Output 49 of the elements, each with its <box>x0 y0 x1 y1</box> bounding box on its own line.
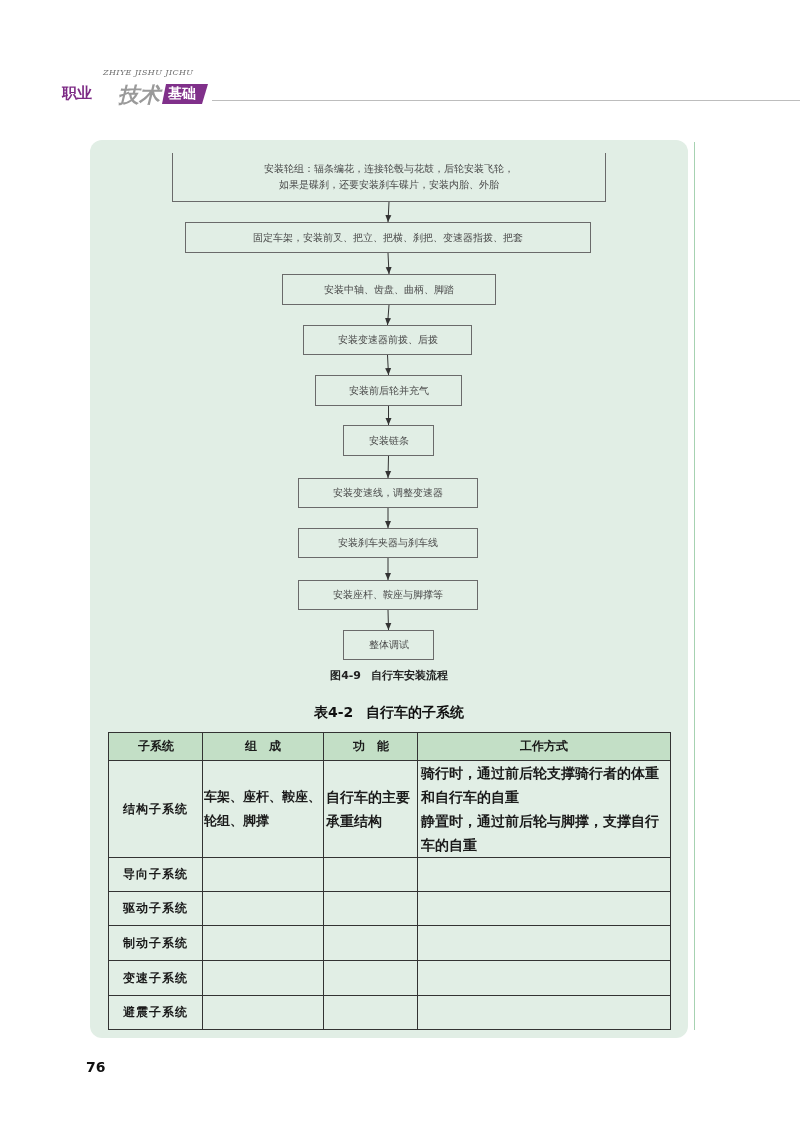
cell-text: 骑行时，通过前后轮支撑骑行者的体重和自行车的自重 <box>421 764 660 807</box>
table-cell: 导向子系统 <box>108 857 203 892</box>
table-cell: 结构子系统 <box>108 760 203 858</box>
cell-text: 静置时，通过前后轮与脚撑，支撑自行车的自重 <box>421 812 660 855</box>
header-cell: 功 能 <box>323 732 418 761</box>
process-box <box>298 528 478 558</box>
process-box <box>298 580 478 610</box>
table-title: 表4-2 自行车的子系统 <box>313 704 465 722</box>
table-cell: 避震子系统 <box>108 995 203 1030</box>
process-box <box>343 425 434 456</box>
step-text: 安装变速器前拨、后拨 <box>337 333 438 347</box>
step-text: 安装变速线，调整变速器 <box>333 486 443 500</box>
step-text: 安装刹车夹器与刹车线 <box>338 536 438 550</box>
step-text: 整体调试 <box>368 638 409 652</box>
header-subtitle: ZHIYE JISHU JICHU <box>103 68 194 77</box>
arrow <box>385 455 392 479</box>
arrow <box>385 304 391 326</box>
page-number: 76 <box>86 1059 106 1075</box>
step-text: 安装链条 <box>368 433 409 448</box>
header-cell: 工作方式 <box>417 732 671 761</box>
table-cell: 制动子系统 <box>108 925 203 961</box>
step-text: 安装前后轮并充气 <box>348 383 429 398</box>
header-title: 职业 <box>62 84 92 103</box>
title-banner: 基础 <box>162 84 208 104</box>
step-text: 固定车架，安装前叉、把立、把横、刹把、变速器指拨、把套 <box>253 230 523 245</box>
arrow <box>385 354 392 376</box>
table-cell: 车架、座杆、鞍座、轮组、脚撑 <box>202 760 324 858</box>
process-box <box>315 375 462 406</box>
process-box <box>298 478 478 508</box>
step-text: 安装座杆、鞍座与脚撑等 <box>333 588 443 602</box>
process-box <box>303 325 472 355</box>
step-text: 安装轮组：辐条编花，连接轮毂与花鼓，后轮安装飞轮，如果是碟刹，还要安装刹车碟片，安装内胎、外胎 <box>263 162 515 192</box>
header-cell: 子系统 <box>108 732 203 761</box>
arrow <box>385 252 392 275</box>
step-text: 安装中轴、齿盘、曲柄、脚踏 <box>324 282 454 297</box>
arrow <box>385 557 391 581</box>
table-cell: 变速子系统 <box>108 960 203 996</box>
process-box <box>282 274 496 305</box>
arrow <box>385 405 392 426</box>
arrow <box>385 609 392 631</box>
header-cell: 组 成 <box>202 732 324 761</box>
table-cell: 驱动子系统 <box>108 891 203 926</box>
process-box <box>172 153 606 202</box>
process-box <box>343 630 434 660</box>
arrow <box>385 201 392 223</box>
arrow <box>385 507 391 529</box>
process-box <box>185 222 591 253</box>
table-cell: 自行车的主要承重结构 <box>323 760 418 858</box>
figure-caption: 图4-9 自行车安装流程 <box>330 668 448 683</box>
